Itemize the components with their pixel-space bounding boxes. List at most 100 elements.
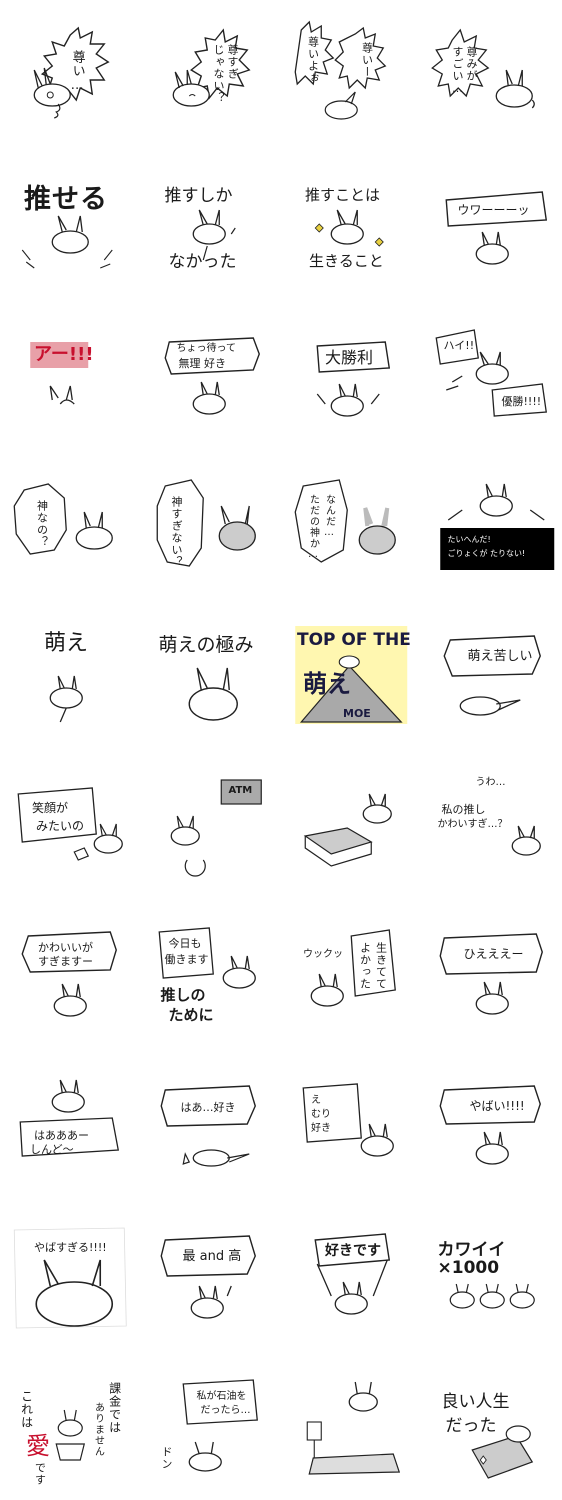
caption-1: ウックッ — [303, 949, 343, 960]
rabbit-icon — [294, 20, 387, 120]
caption-2: すごい… — [451, 46, 465, 96]
caption-1: 最 and 高 — [182, 1249, 242, 1264]
rabbit-icon — [55, 1409, 86, 1461]
sticker-r6c3[interactable] — [281, 750, 422, 900]
caption-1: 推すしか — [164, 186, 233, 206]
rabbit-icon — [13, 1227, 127, 1329]
caption-1: ATM — [228, 785, 253, 796]
sticker-r1c3[interactable]: 尊いよぉ 尊いー — [281, 0, 422, 150]
rabbit-icon — [442, 635, 541, 716]
caption-1: 笑顔が — [32, 801, 69, 815]
rabbit-icon — [302, 1083, 394, 1157]
sticker-r3c1[interactable]: アー!!! — [0, 300, 141, 450]
rabbit-icon — [511, 825, 541, 856]
caption-1: 神すぎない？ — [170, 496, 184, 568]
caption-3: です — [33, 1462, 47, 1486]
sticker-r7c3[interactable]: ウックッ 生きてて よかった — [281, 900, 422, 1050]
rabbit-icon — [21, 931, 117, 1017]
rabbit-icon — [314, 209, 384, 247]
caption-1: 萌え — [44, 631, 89, 656]
sticker-r4c2[interactable]: 神すぎない？ — [141, 450, 282, 600]
stack-of-money-icon — [303, 793, 392, 867]
caption-2: 尊いー — [360, 42, 374, 78]
caption-1: 推すことは — [305, 186, 381, 204]
sticker-r10c4[interactable]: 良い人生 だった — [422, 1350, 562, 1500]
rabbit-icon — [33, 26, 110, 119]
rabbit-icon — [439, 933, 543, 1015]
caption-1: 良い人生 — [441, 1392, 510, 1412]
sticker-r2c3[interactable]: 推すことは 生きること — [281, 150, 422, 300]
caption-2: みたいの — [36, 819, 85, 833]
caption-1: 尊みが — [465, 46, 479, 82]
sticker-r1c2[interactable]: 尊すぎ じゃない？ — [141, 0, 282, 150]
caption-1: ウワーーーッ — [457, 203, 530, 217]
caption-1: 尊すぎ — [226, 44, 240, 80]
caption-3: ドン — [160, 1446, 174, 1470]
caption-1: 神なの？ — [35, 500, 49, 548]
rabbit-icon — [435, 329, 547, 417]
rabbit-icon — [160, 1235, 256, 1319]
sticker-r9c3[interactable]: 好きです — [281, 1200, 422, 1350]
caption-2: だった — [445, 1416, 497, 1436]
sticker-r8c4[interactable]: やばい!!!! — [422, 1050, 562, 1200]
rabbit-icon — [316, 341, 391, 417]
rabbit-icon — [13, 483, 113, 555]
sticker-r6c1[interactable]: 笑顔が みたいの — [0, 750, 141, 900]
sticker-r3c4[interactable]: ハイ!! 優勝!!!! — [422, 300, 562, 450]
sticker-r4c4[interactable]: たいへんだ! ごりょくが たりない! — [422, 450, 562, 600]
sticker-r5c3[interactable]: TOP OF THE 萌え MOE — [281, 600, 422, 750]
sticker-r9c1[interactable]: やばすぎる!!!! — [0, 1200, 141, 1350]
caption-2: 生きてて — [374, 942, 388, 990]
sticker-r7c1[interactable]: かわいいが すぎますー — [0, 900, 141, 1050]
sticker-r8c1[interactable]: はあああー しんど〜 — [0, 1050, 141, 1200]
caption-3: かわいすぎ…？ — [437, 819, 508, 830]
sticker-r1c1[interactable]: 尊い… — [0, 0, 141, 150]
sticker-r5c1[interactable]: 萌え — [0, 600, 141, 750]
caption-1: これは — [19, 1390, 34, 1429]
caption-5: ありません — [92, 1402, 104, 1457]
caption-2: 萌え — [303, 670, 351, 698]
sticker-r3c2[interactable]: ちょっ待って 無理 好き — [141, 300, 282, 450]
sticker-r6c2[interactable]: ATM — [141, 750, 282, 900]
caption-3: 好き — [311, 1123, 331, 1134]
sticker-r4c3[interactable]: なんだ… ただの神か… — [281, 450, 422, 600]
sticker-r10c3[interactable] — [281, 1350, 422, 1500]
sticker-r5c2[interactable]: 萌えの極み — [141, 600, 282, 750]
caption-1: ちょっ待って — [176, 343, 237, 354]
sticker-r3c3[interactable]: 大勝利 — [281, 300, 422, 450]
sticker-r7c4[interactable]: ひえええー — [422, 900, 562, 1050]
sticker-r2c4[interactable]: ウワーーーッ — [422, 150, 562, 300]
sticker-r1c4[interactable]: 尊みが すごい… — [422, 0, 562, 150]
caption-1: 推せる — [24, 184, 108, 215]
sticker-r6c4[interactable]: うわ… 私の推し かわいすぎ…？ — [422, 750, 562, 900]
sticker-r2c2[interactable]: 推すしか なかった — [141, 150, 282, 300]
caption-1: 萌えの極み — [158, 634, 254, 656]
caption-1: 今日も — [168, 937, 202, 950]
caption-1: かわいいが — [38, 941, 93, 954]
rabbit-icon — [470, 1425, 533, 1479]
rabbit-icon — [164, 337, 260, 415]
caption-1: やばい!!!! — [469, 1099, 525, 1113]
caption-2: ただの神か… — [307, 494, 319, 561]
sticker-r10c2[interactable]: 私が石油を だったら… ドン — [141, 1350, 282, 1500]
rabbit-icon — [156, 479, 256, 567]
rabbit-icon — [449, 1283, 535, 1309]
sticker-r7c2[interactable]: 今日も 働きます 推しの ために — [141, 900, 282, 1050]
sticker-r8c2[interactable]: はあ…好き — [141, 1050, 282, 1200]
sticker-r8c3[interactable]: え むり 好き — [281, 1050, 422, 1200]
caption-4: ために — [168, 1006, 214, 1024]
caption-1: カワイイ×1000 — [437, 1240, 506, 1278]
sticker-r9c4[interactable]: カワイイ×1000 — [422, 1200, 562, 1350]
caption-1: たいへんだ! — [447, 535, 491, 544]
sticker-r5c4[interactable]: 萌え苦しい — [422, 600, 562, 750]
sticker-r9c2[interactable]: 最 and 高 — [141, 1200, 282, 1350]
sticker-r2c1[interactable]: 推せる — [0, 150, 141, 300]
sticker-r10c1[interactable]: これは 愛 です 課金では ありません — [0, 1350, 141, 1500]
sticker-r4c1[interactable]: 神なの？ — [0, 450, 141, 600]
rabbit-icon — [19, 1079, 120, 1157]
caption-1: アー!!! — [34, 344, 94, 365]
rabbit-icon — [306, 1381, 401, 1475]
rabbit-icon — [170, 779, 262, 877]
caption-2: じゃない？ — [212, 44, 226, 104]
